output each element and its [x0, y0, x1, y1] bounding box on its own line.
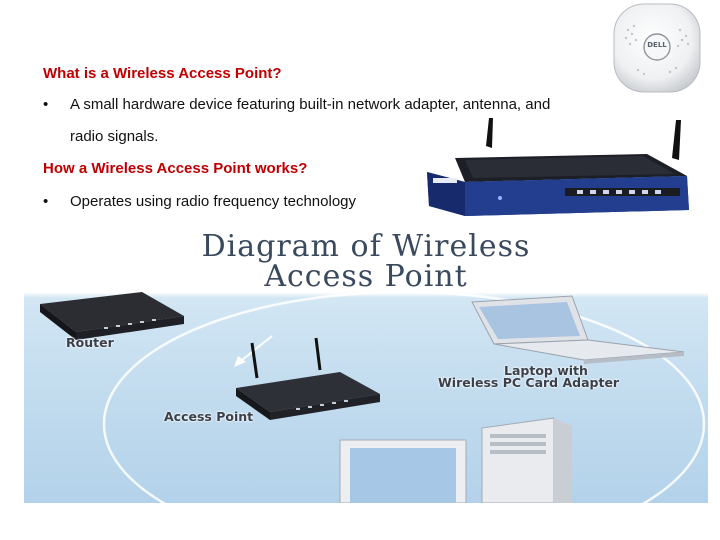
dell-ceiling-access-point-image: DELL [608, 0, 706, 96]
diagram-artwork [40, 290, 706, 503]
bullet-definition-text: A small hardware device featuring built-… [70, 96, 551, 113]
heading-what-is: What is a Wireless Access Point? [43, 65, 282, 82]
wireless-access-point-diagram: Diagram of Wireless Access Point [24, 228, 708, 503]
access-point-label: Access Point [164, 409, 254, 424]
linksys-wireless-router-icon [427, 118, 689, 216]
heading-how-it-works: How a Wireless Access Point works? [43, 160, 308, 177]
bullet-operation-text: Operates using radio frequency technolog… [70, 193, 357, 210]
dell-ceiling-access-point-icon [613, 3, 701, 93]
access-point-device-icon [236, 337, 380, 420]
laptop-label-line2: Wireless PC Card Adapter [438, 375, 620, 390]
laptop-device-icon [471, 295, 685, 364]
bullet-definition-continuation: radio signals. [70, 128, 159, 145]
router-device-icon [40, 292, 184, 340]
bullet-marker: • [43, 193, 49, 210]
desktop-computer-icon [339, 417, 572, 503]
diagram-title-line1: Diagram of Wireless [201, 229, 531, 264]
router-label: Router [66, 335, 114, 350]
bullet-marker: • [43, 96, 49, 113]
laptop-label-line1: Laptop with [504, 363, 588, 378]
linksys-router-image [425, 118, 701, 218]
network-range-ellipse [102, 290, 706, 503]
diagram-title-line2: Access Point [264, 259, 468, 294]
diagram-title-band [24, 228, 708, 298]
dell-logo-text: DELL [647, 41, 667, 49]
